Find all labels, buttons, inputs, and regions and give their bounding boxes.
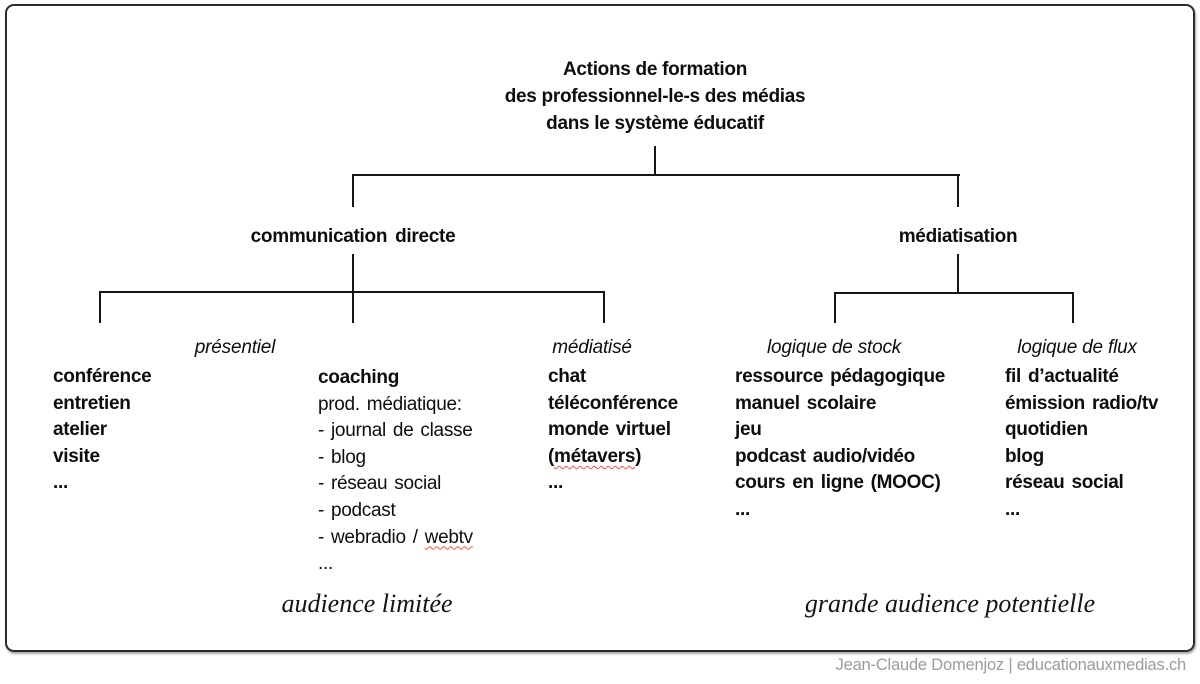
connector-flux-drop	[1072, 292, 1074, 323]
connector-level1-horizontal	[352, 174, 960, 176]
list-item: réseau social	[1005, 472, 1124, 494]
list-item-text: (	[548, 445, 555, 467]
spellcheck-underlined-word: webtv	[424, 526, 473, 548]
list-item: entretien	[53, 392, 131, 414]
list-item: manuel scolaire	[735, 392, 877, 414]
list-item: (métavers)	[548, 444, 678, 471]
list-item: - podcast	[318, 499, 396, 521]
list-mediatise: chat téléconférence monde virtuel (métav…	[548, 364, 678, 497]
connector-presentiel-drop	[99, 291, 101, 323]
list-item: prod. médiatique:	[318, 393, 462, 415]
list-item: - blog	[318, 446, 366, 468]
footer-credit: Jean-Claude Domenjoz | educationauxmedia…	[835, 656, 1187, 674]
list-item: téléconférence	[548, 392, 678, 414]
list-item-text: - webradio /	[318, 526, 425, 548]
branch-label-communication-directe: communication directe	[250, 226, 456, 247]
group-header-presentiel: présentiel	[194, 337, 276, 358]
spellcheck-underlined-word: métavers	[554, 445, 636, 467]
connector-level1-left-drop	[352, 174, 354, 207]
root-title-line3: dans le système éducatif	[546, 113, 764, 134]
list-item: - webradio / webtv	[318, 525, 473, 552]
list-item: - réseau social	[318, 473, 442, 495]
connector-left-center-drop	[352, 254, 354, 323]
list-item: blog	[1005, 445, 1044, 467]
list-item: monde virtuel	[548, 419, 671, 441]
list-item: conférence	[53, 366, 152, 387]
list-presentiel: conférence entretien atelier visite ...	[53, 364, 152, 497]
list-item-ellipsis: ...	[735, 498, 750, 520]
list-production-mediatique: coaching prod. médiatique: - journal de …	[318, 365, 473, 578]
list-item: quotidien	[1005, 419, 1088, 441]
root-title-line1: Actions de formation	[562, 59, 748, 80]
branch-label-mediatisation: médiatisation	[898, 226, 1018, 247]
list-item: - journal de classe	[318, 420, 473, 442]
list-item-text: )	[635, 445, 642, 467]
connector-mediatise-drop	[603, 291, 605, 323]
connector-right-horizontal	[834, 292, 1074, 294]
annotation-grande-audience: grande audience potentielle	[804, 589, 1096, 618]
list-item-ellipsis: ...	[1005, 498, 1020, 520]
group-header-mediatise: médiatisé	[552, 337, 632, 358]
diagram-frame	[5, 4, 1195, 652]
list-item: coaching	[318, 367, 400, 388]
list-item: atelier	[53, 419, 107, 441]
list-item: émission radio/tv	[1005, 392, 1159, 414]
list-item: cours en ligne (MOOC)	[735, 472, 941, 494]
list-logique-de-flux: fil d’actualité émission radio/tv quotid…	[1005, 364, 1158, 524]
list-item-ellipsis: ...	[548, 472, 563, 494]
list-item: fil d’actualité	[1005, 366, 1119, 387]
list-item: visite	[53, 445, 100, 467]
list-item-ellipsis: ...	[318, 553, 333, 575]
list-item: ressource pédagogique	[735, 366, 946, 387]
list-item-ellipsis: ...	[53, 472, 68, 494]
group-header-logique-de-stock: logique de stock	[766, 337, 902, 358]
connector-title-drop	[654, 146, 656, 176]
annotation-audience-limitee: audience limitée	[281, 589, 453, 618]
list-item: jeu	[735, 419, 762, 441]
group-header-logique-de-flux: logique de flux	[1017, 337, 1137, 358]
connector-stock-drop	[834, 292, 836, 323]
root-title: Actions de formation des professionnel-l…	[505, 56, 806, 137]
connector-left-horizontal	[99, 291, 605, 293]
connector-level1-right-drop	[957, 174, 959, 207]
connector-right-center-drop	[957, 254, 959, 294]
list-item: podcast audio/vidéo	[735, 445, 915, 467]
list-item: chat	[548, 366, 586, 387]
root-title-line2: des professionnel-le-s des médias	[504, 86, 806, 107]
list-logique-de-stock: ressource pédagogique manuel scolaire je…	[735, 364, 945, 524]
